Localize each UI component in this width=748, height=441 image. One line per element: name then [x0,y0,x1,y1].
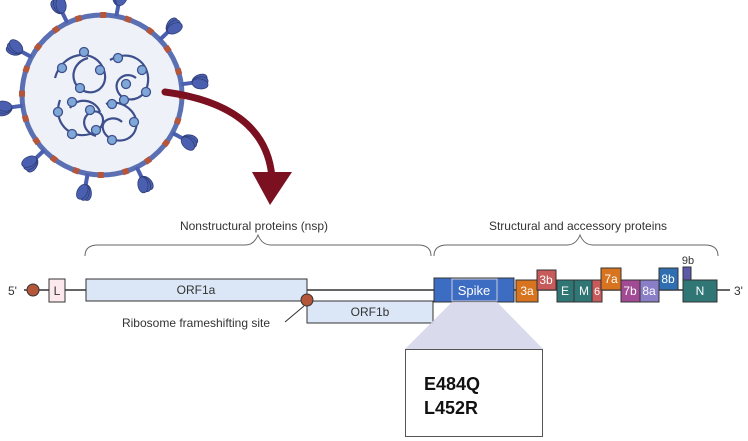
spike-stalk [60,11,70,24]
membrane-protein [163,44,172,54]
orf1a-box [85,278,308,302]
gene-8b-box [658,267,679,291]
orf1b-label: ORF1b [351,305,390,319]
membrane-protein [97,171,104,179]
three-prime-label: 3' [734,284,743,298]
membrane-protein [161,138,171,148]
gene-3a-box [515,279,539,303]
spike-stalk [34,148,46,160]
leader-box [48,278,66,303]
gene-6-box [591,279,603,303]
spike-label: Spike [458,283,491,298]
gene-e-label: E [561,284,569,298]
mutations-box: E484Q L452R [405,349,543,437]
mutation-1: E484Q [424,374,481,394]
leader-label: L [54,284,61,298]
membrane-protein [121,167,130,176]
orf1b-box [306,300,434,324]
curved-arrow-icon [161,88,292,205]
structural-brace [433,233,719,257]
gene-n-box [682,279,718,303]
membrane-protein [124,15,132,24]
spike-crown [115,0,128,7]
frameshift-node [300,293,314,307]
membrane-protein [173,117,182,125]
spike-highlight [451,278,498,302]
nsp-brace [84,233,432,257]
gene-8a-label: 8a [642,284,656,298]
spike-crown [55,0,67,14]
frameshift-label: Ribosome frameshifting site [122,316,270,330]
membrane-protein [51,25,61,34]
gene-6-label: 6 [594,286,600,298]
spike-stalk [10,103,23,110]
virus-illustration [19,12,185,178]
membrane-protein [18,90,26,97]
spike-stalk [83,173,90,186]
spike-box [433,277,515,303]
spike-stalk [181,80,194,87]
spike-crown [0,100,13,112]
spike-crown [191,78,209,90]
membrane-protein [145,26,155,36]
spike-stalk [158,30,170,42]
spike-crown [9,39,24,54]
frameshift-leader [284,305,305,323]
spike-stalk [134,166,144,179]
membrane-protein [174,67,183,76]
gene-7a-label: 7a [604,272,618,286]
membrane-protein [32,136,41,146]
spike-stalk [171,131,184,141]
gene-3b-box [536,269,557,291]
membrane-protein [72,166,80,175]
gene-8a-box [639,279,660,303]
spike-stalk [114,4,121,17]
spike-crown [137,176,149,194]
spike-crown [180,136,195,151]
mutation-2: L452R [424,398,479,418]
gene-3b-label: 3b [539,273,553,287]
spike-crown [21,155,38,168]
structural-header: Structural and accessory proteins [489,219,667,233]
membrane-protein [143,156,153,165]
membrane-protein [33,42,43,52]
membrane-protein [22,65,31,73]
membrane-protein [21,114,30,123]
gene-8b-label: 8b [661,272,675,286]
viral-rna-genome [52,46,152,146]
gene-7b-label: 7b [623,284,637,298]
gene-3a-label: 3a [520,284,534,298]
gene-7a-box [600,267,622,291]
gene-n-label: N [696,284,705,298]
membrane-protein [100,11,107,19]
zoom-callout [405,302,543,349]
membrane-protein [49,154,59,164]
spike-crown [166,22,183,35]
gene-9b-label: 9b [682,255,694,267]
orf1a-label: ORF1a [177,283,216,297]
membrane-protein [74,14,83,23]
spike-crown [76,183,89,200]
nsp-header: Nonstructural proteins (nsp) [180,219,328,233]
five-prime-label: 5' [8,284,17,298]
cap-node [26,283,40,297]
gene-m-label: M [579,284,589,298]
spike-stalk [20,49,33,59]
